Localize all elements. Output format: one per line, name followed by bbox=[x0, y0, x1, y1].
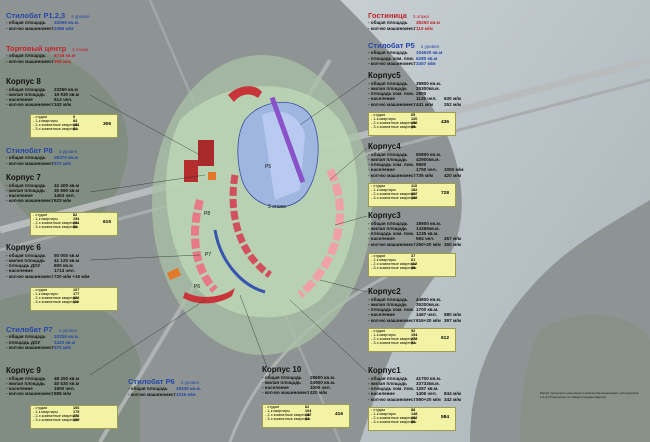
building-p5-roof bbox=[262, 111, 305, 200]
korpus-3-title: Корпус3 bbox=[368, 211, 401, 220]
building-p8 bbox=[198, 140, 214, 166]
hotel-strip bbox=[269, 96, 306, 183]
korpus-5-title: Корпус5 bbox=[368, 71, 401, 80]
korpus-7-total: 615 bbox=[103, 220, 112, 225]
ring-k1-k5 bbox=[297, 168, 344, 299]
ring-p6 bbox=[191, 198, 218, 293]
korpus-1-total: 584 bbox=[441, 415, 450, 420]
island-left bbox=[0, 52, 128, 232]
building-red-south bbox=[183, 288, 235, 304]
korpus-1-title: Корпус1 bbox=[368, 366, 401, 375]
building-k8 bbox=[184, 160, 198, 182]
korpus-10-total: 416 bbox=[335, 412, 344, 417]
greenery-right bbox=[520, 314, 650, 442]
korpus-9-title: Корпус 9 bbox=[6, 366, 41, 375]
korpus-4-total: 728 bbox=[441, 191, 450, 196]
ring-blue bbox=[213, 229, 266, 294]
korpus-5-total: 436 bbox=[441, 120, 450, 125]
korpus-7-title: Корпус 7 bbox=[6, 173, 41, 182]
korpus-2-total: 612 bbox=[441, 336, 450, 341]
korpus-8-title: Корпус 8 bbox=[6, 77, 41, 86]
footnote: Расчет проектного населения и количества… bbox=[540, 391, 639, 399]
leader-lines bbox=[89, 77, 368, 376]
ring-p7 bbox=[229, 174, 273, 278]
map-label-p8: P8 bbox=[204, 211, 210, 217]
greenery-bottom bbox=[0, 292, 140, 442]
korpus-6-title: Корпус 6 bbox=[6, 243, 41, 252]
korpus-4-title: Корпус4 bbox=[368, 142, 401, 151]
map-label-p5: P5 bbox=[265, 164, 271, 170]
mall-building bbox=[228, 86, 262, 102]
korpus-8-total: 306 bbox=[103, 122, 112, 127]
building-orange bbox=[208, 172, 216, 180]
korpus-10-title: Корпус 10 bbox=[262, 365, 302, 374]
building-orange-2 bbox=[166, 267, 182, 281]
map-label-floors: 3 этажа bbox=[268, 204, 286, 210]
map-label-p6: P6 bbox=[194, 284, 200, 290]
korpus-2-title: Корпус2 bbox=[368, 287, 401, 296]
map-label-p7: P7 bbox=[205, 252, 211, 258]
